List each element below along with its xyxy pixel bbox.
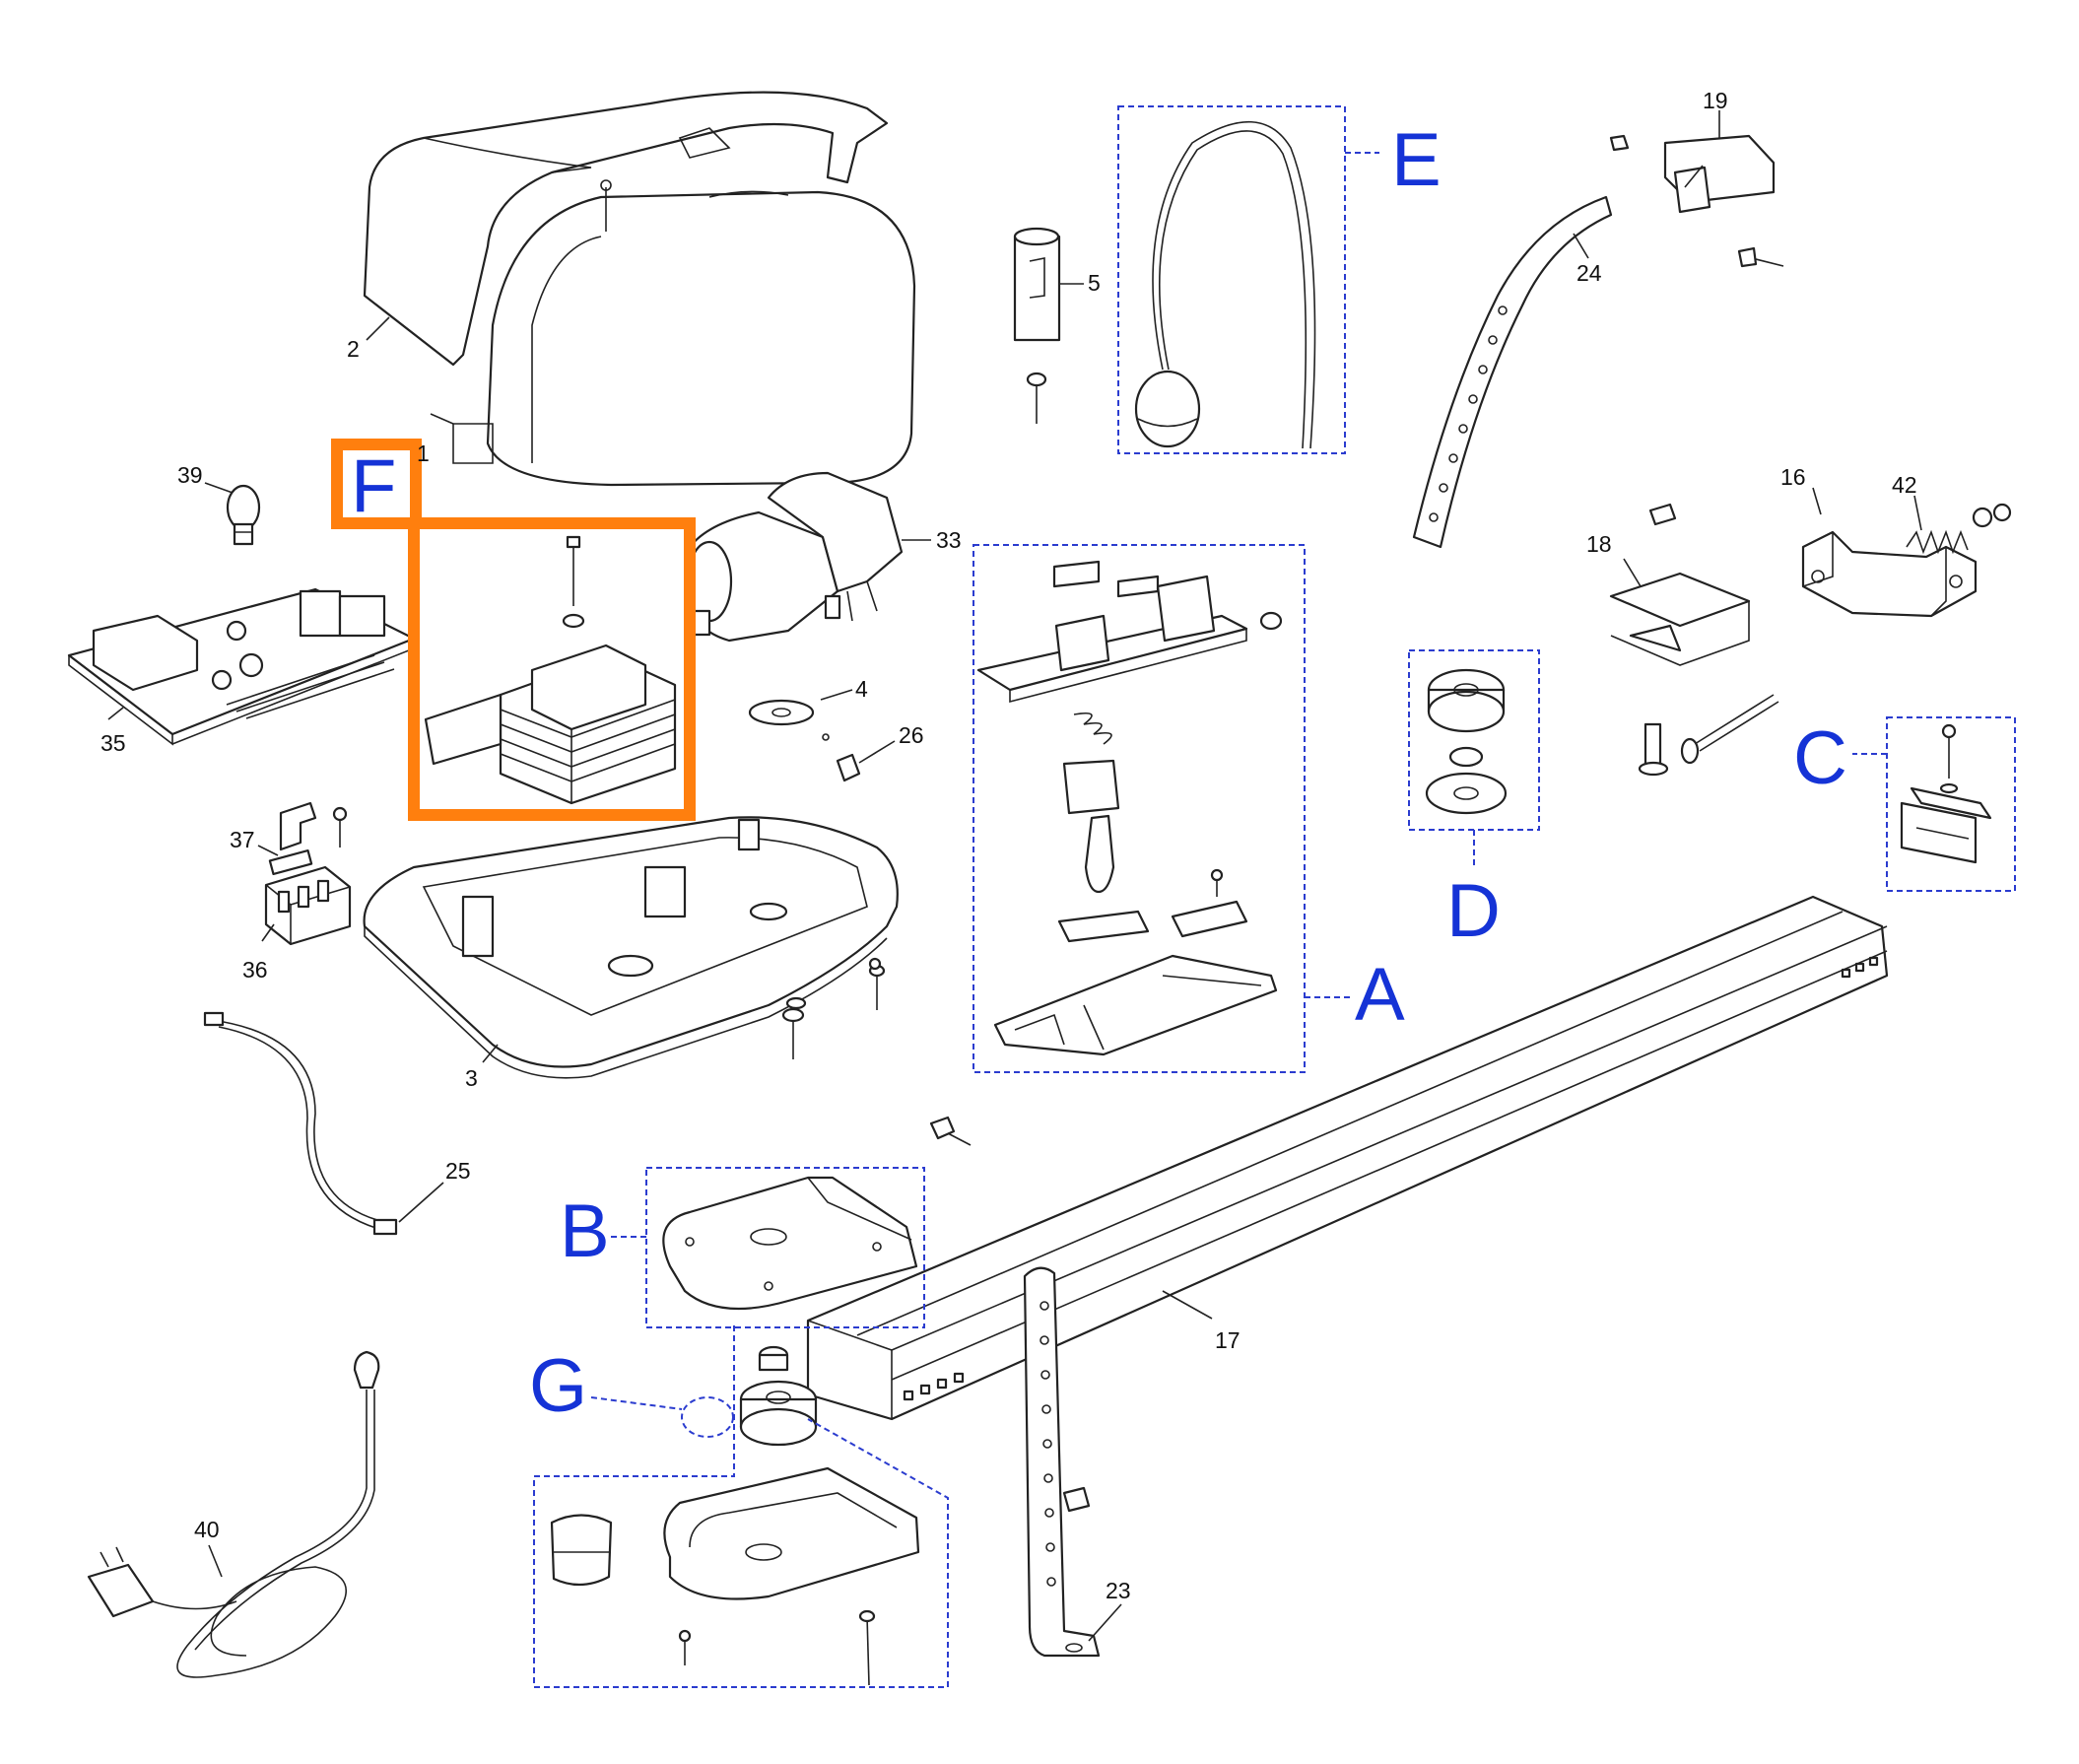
pulley-part[interactable]	[1425, 668, 1508, 815]
group-label-f: F	[351, 444, 396, 528]
part-number: 19	[1703, 88, 1728, 113]
part-18-clip[interactable]	[1609, 503, 1751, 666]
part-25-cable[interactable]	[203, 1011, 398, 1236]
group-g-box	[533, 1325, 949, 1688]
part-24-door-arm[interactable]	[1412, 195, 1613, 549]
part-number: 17	[1215, 1327, 1241, 1353]
part-number: 39	[177, 462, 203, 488]
part-number: 16	[1780, 464, 1806, 490]
group-f-highlight-box	[408, 517, 696, 821]
part-number: 36	[242, 957, 268, 983]
group-a-box	[972, 544, 1306, 1073]
part-3-base-plate[interactable]	[363, 816, 899, 1079]
part-1-cover[interactable]	[452, 190, 916, 487]
part-33-motor[interactable]	[686, 471, 904, 643]
part-39-bulb[interactable]	[226, 484, 261, 546]
part-number: 42	[1892, 472, 1917, 498]
group-b-box	[645, 1167, 925, 1328]
part-23-hanger[interactable]	[1023, 1266, 1101, 1658]
part-19-wall-bracket[interactable]	[1609, 134, 1784, 268]
part-number: 23	[1106, 1578, 1131, 1603]
part-number: 3	[465, 1065, 478, 1091]
group-label-b: B	[560, 1189, 610, 1273]
part-number: 24	[1576, 260, 1602, 286]
part-36-terminal-block[interactable]	[264, 865, 352, 946]
part-number: 35	[101, 730, 126, 756]
rail-head-cover-part[interactable]	[662, 1176, 918, 1311]
part-number: 33	[936, 527, 962, 553]
part-number: 2	[347, 336, 360, 362]
part-number: 26	[899, 722, 924, 748]
part-number: 18	[1586, 531, 1612, 557]
part-2-cover-lid[interactable]	[363, 91, 889, 367]
part-42-spring[interactable]	[1906, 503, 2012, 555]
slide-block-part[interactable]	[1900, 723, 1992, 864]
part-17-rail[interactable]	[806, 895, 1889, 1421]
part-26-clip[interactable]	[836, 753, 861, 782]
part-37-fuse[interactable]	[268, 801, 348, 876]
part-5-bushing[interactable]	[1013, 227, 1061, 424]
group-label-c: C	[1793, 716, 1847, 800]
group-c-box	[1886, 716, 2016, 892]
group-f-label-box	[331, 439, 422, 529]
trolley-part[interactable]	[976, 560, 1283, 1056]
part-16-bracket[interactable]	[1801, 530, 1978, 618]
part-4-washer[interactable]	[748, 699, 815, 726]
base-screws	[781, 957, 886, 1059]
release-cord-part[interactable]	[1134, 120, 1316, 449]
group-label-e: E	[1391, 118, 1442, 202]
part-35-control-board[interactable]	[67, 587, 416, 746]
group-label-g: G	[529, 1344, 587, 1428]
group-label-d: D	[1446, 869, 1501, 953]
carriage-bolts	[1638, 694, 1779, 777]
part-number: 40	[194, 1517, 220, 1542]
part-number: 5	[1088, 270, 1101, 296]
part-number: 4	[855, 676, 868, 702]
part-number: 37	[230, 827, 255, 852]
hex-bolt	[929, 1116, 972, 1146]
part-40-power-cord[interactable]	[87, 1350, 380, 1678]
group-e-box	[1117, 105, 1346, 454]
sprocket-part[interactable]	[739, 1345, 818, 1447]
bottom-housing-part[interactable]	[550, 1466, 920, 1686]
group-label-a: A	[1355, 953, 1405, 1037]
part-number: 1	[417, 441, 430, 466]
part-number: 25	[445, 1158, 471, 1184]
transformer-part[interactable]	[424, 535, 677, 805]
